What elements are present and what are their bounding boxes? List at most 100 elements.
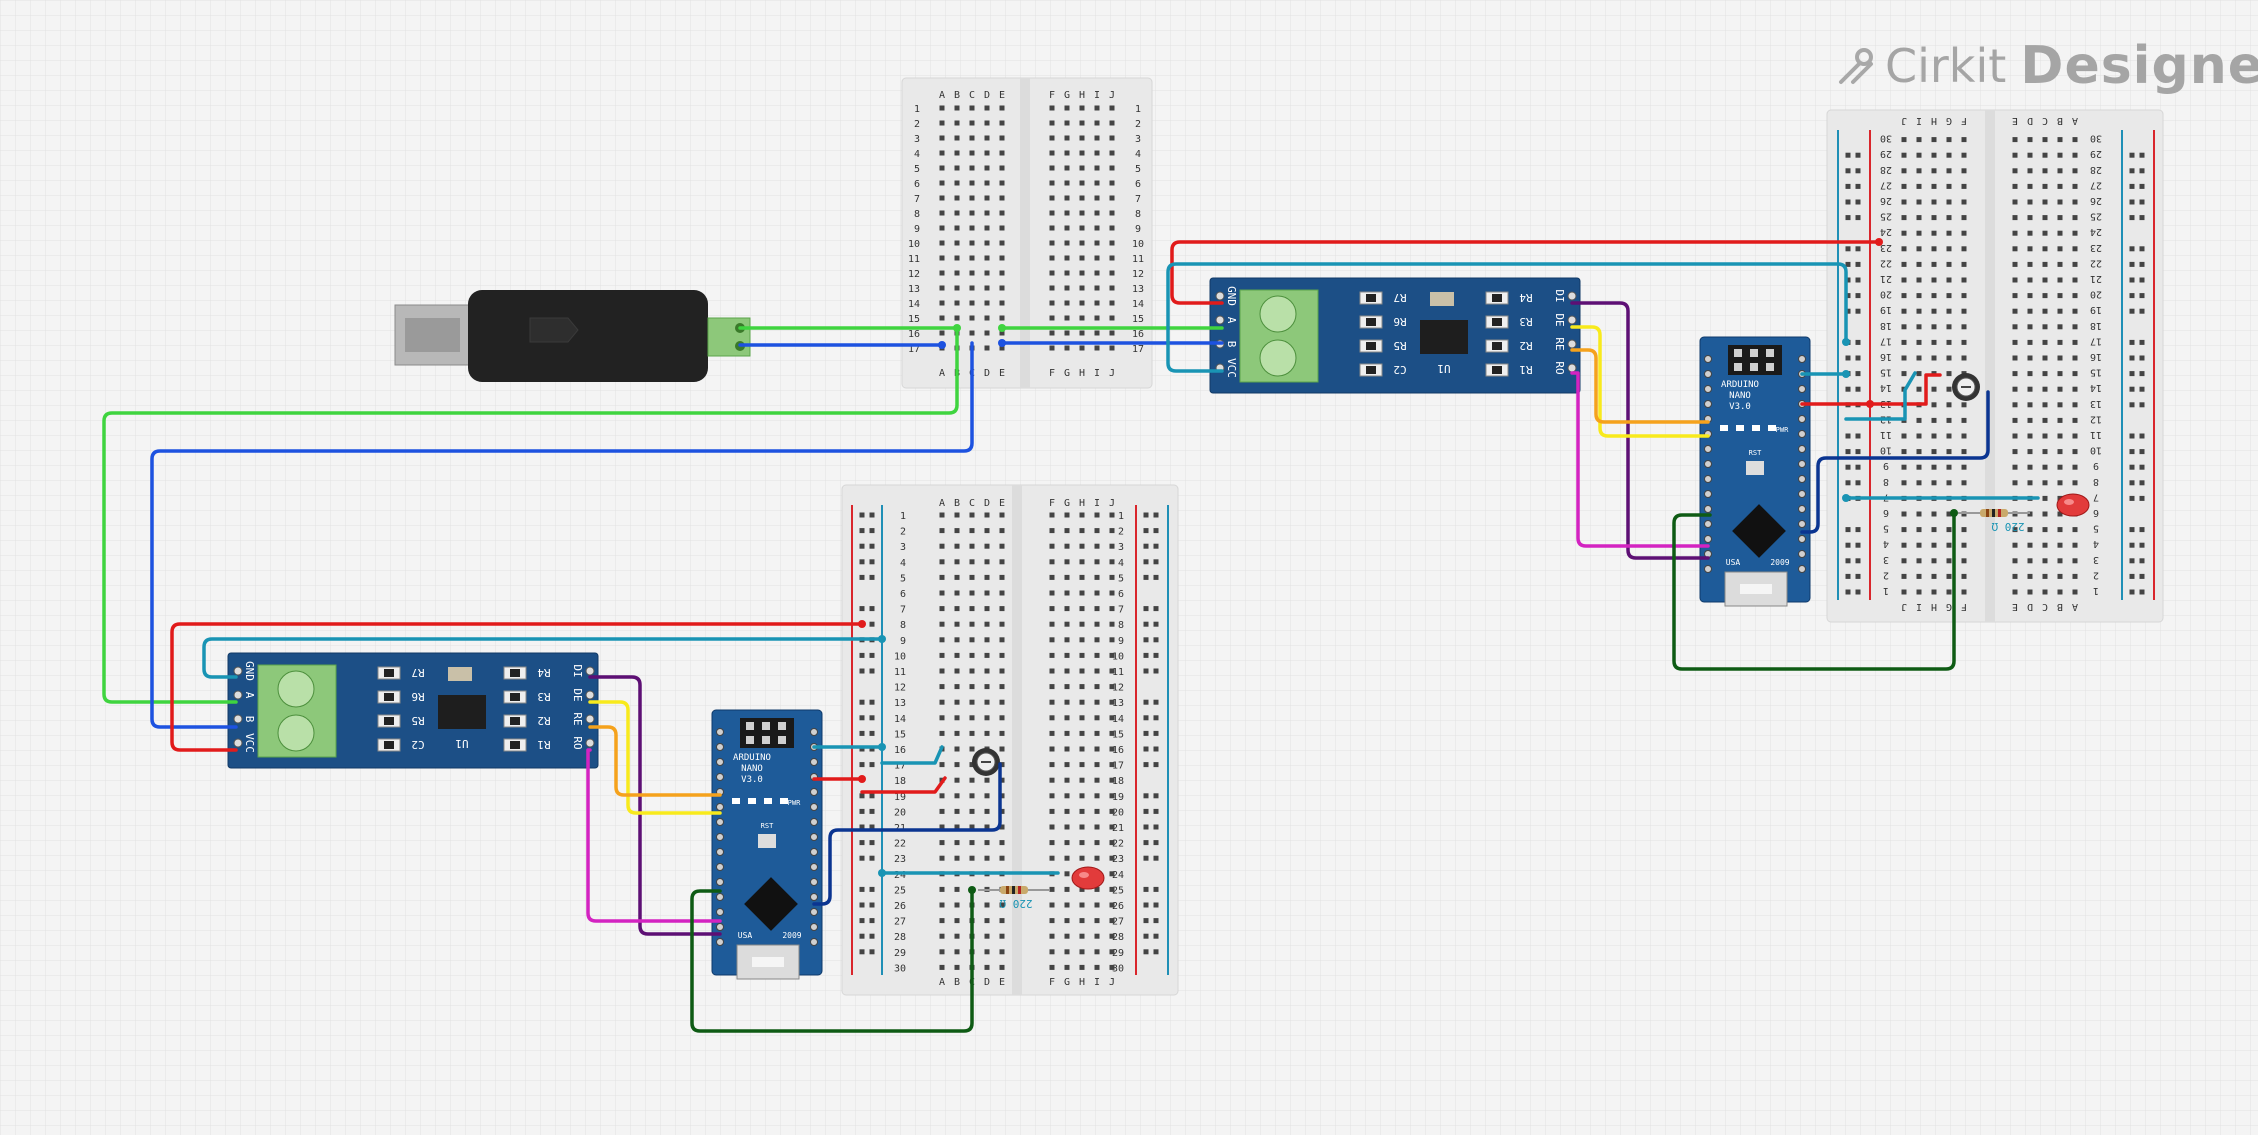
rail-hole[interactable] <box>859 902 865 908</box>
hole[interactable] <box>984 180 990 186</box>
hole[interactable] <box>1946 261 1952 267</box>
rail-hole[interactable] <box>1855 527 1861 533</box>
hole[interactable] <box>1109 165 1115 171</box>
header-pin[interactable] <box>810 878 818 886</box>
hole[interactable] <box>1916 324 1922 330</box>
hole[interactable] <box>2012 230 2018 236</box>
module-pin[interactable] <box>1215 315 1225 325</box>
rail-hole[interactable] <box>859 543 865 549</box>
header-pin[interactable] <box>1798 520 1806 528</box>
rail-hole[interactable] <box>2139 495 2145 501</box>
hole[interactable] <box>2027 542 2033 548</box>
hole[interactable] <box>2042 183 2048 189</box>
wire-pot-wiper-bottom[interactable] <box>812 762 1002 906</box>
hole[interactable] <box>984 621 990 627</box>
hole[interactable] <box>1946 417 1952 423</box>
hole[interactable] <box>984 195 990 201</box>
hole[interactable] <box>2042 402 2048 408</box>
hole[interactable] <box>1094 793 1100 799</box>
rail-hole[interactable] <box>1153 855 1159 861</box>
hole[interactable] <box>954 255 960 261</box>
hole[interactable] <box>1916 137 1922 143</box>
hole[interactable] <box>2042 589 2048 595</box>
hole[interactable] <box>1109 840 1115 846</box>
hole[interactable] <box>1094 135 1100 141</box>
hole[interactable] <box>1109 949 1115 955</box>
hole[interactable] <box>1931 386 1937 392</box>
rail-hole[interactable] <box>1143 918 1149 924</box>
hole[interactable] <box>939 240 945 246</box>
hole[interactable] <box>2012 277 2018 283</box>
wire-endpoint[interactable] <box>858 775 866 783</box>
rail-hole[interactable] <box>869 902 875 908</box>
rail-hole[interactable] <box>869 855 875 861</box>
hole[interactable] <box>1916 464 1922 470</box>
hole[interactable] <box>2072 293 2078 299</box>
hole[interactable] <box>1094 590 1100 596</box>
hole[interactable] <box>969 840 975 846</box>
hole[interactable] <box>1931 589 1937 595</box>
rail-hole[interactable] <box>1143 652 1149 658</box>
rail-hole[interactable] <box>1855 386 1861 392</box>
hole[interactable] <box>2042 199 2048 205</box>
hole[interactable] <box>2012 137 2018 143</box>
hole[interactable] <box>2027 199 2033 205</box>
hole[interactable] <box>969 255 975 261</box>
rail-hole[interactable] <box>1153 512 1159 518</box>
rail-hole[interactable] <box>2129 261 2135 267</box>
hole[interactable] <box>2027 558 2033 564</box>
hole[interactable] <box>1961 137 1967 143</box>
hole[interactable] <box>939 574 945 580</box>
header-pin[interactable] <box>810 893 818 901</box>
hole[interactable] <box>1946 480 1952 486</box>
hole[interactable] <box>1946 183 1952 189</box>
hole[interactable] <box>2012 339 2018 345</box>
hole[interactable] <box>1109 270 1115 276</box>
hole[interactable] <box>2027 355 2033 361</box>
rail-hole[interactable] <box>1855 542 1861 548</box>
header-pin[interactable] <box>1798 445 1806 453</box>
hole[interactable] <box>1109 120 1115 126</box>
hole[interactable] <box>1049 590 1055 596</box>
hole[interactable] <box>2027 339 2033 345</box>
hole[interactable] <box>1109 918 1115 924</box>
hole[interactable] <box>1931 464 1937 470</box>
hole[interactable] <box>954 684 960 690</box>
hole[interactable] <box>2057 261 2063 267</box>
hole[interactable] <box>1079 668 1085 674</box>
hole[interactable] <box>2012 355 2018 361</box>
hole[interactable] <box>1931 183 1937 189</box>
rail-hole[interactable] <box>1855 277 1861 283</box>
rail-hole[interactable] <box>1143 808 1149 814</box>
rail-hole[interactable] <box>2129 480 2135 486</box>
rail-hole[interactable] <box>859 824 865 830</box>
hole[interactable] <box>2072 324 2078 330</box>
hole[interactable] <box>1931 558 1937 564</box>
header-pin[interactable] <box>810 818 818 826</box>
hole[interactable] <box>1094 255 1100 261</box>
rail-hole[interactable] <box>2129 433 2135 439</box>
hole[interactable] <box>1946 324 1952 330</box>
hole[interactable] <box>1094 668 1100 674</box>
hole[interactable] <box>984 285 990 291</box>
hole[interactable] <box>1049 793 1055 799</box>
hole[interactable] <box>2042 511 2048 517</box>
hole[interactable] <box>1049 621 1055 627</box>
hole[interactable] <box>1109 105 1115 111</box>
hole[interactable] <box>1961 230 1967 236</box>
hole[interactable] <box>1109 195 1115 201</box>
hole[interactable] <box>969 637 975 643</box>
hole[interactable] <box>1901 137 1907 143</box>
header-pin[interactable] <box>716 803 724 811</box>
rail-hole[interactable] <box>1153 886 1159 892</box>
hole[interactable] <box>1094 808 1100 814</box>
hole[interactable] <box>1931 199 1937 205</box>
hole[interactable] <box>1064 715 1070 721</box>
hole[interactable] <box>984 270 990 276</box>
hole[interactable] <box>2072 558 2078 564</box>
hole[interactable] <box>999 777 1005 783</box>
rail-hole[interactable] <box>869 621 875 627</box>
rail-hole[interactable] <box>2139 293 2145 299</box>
